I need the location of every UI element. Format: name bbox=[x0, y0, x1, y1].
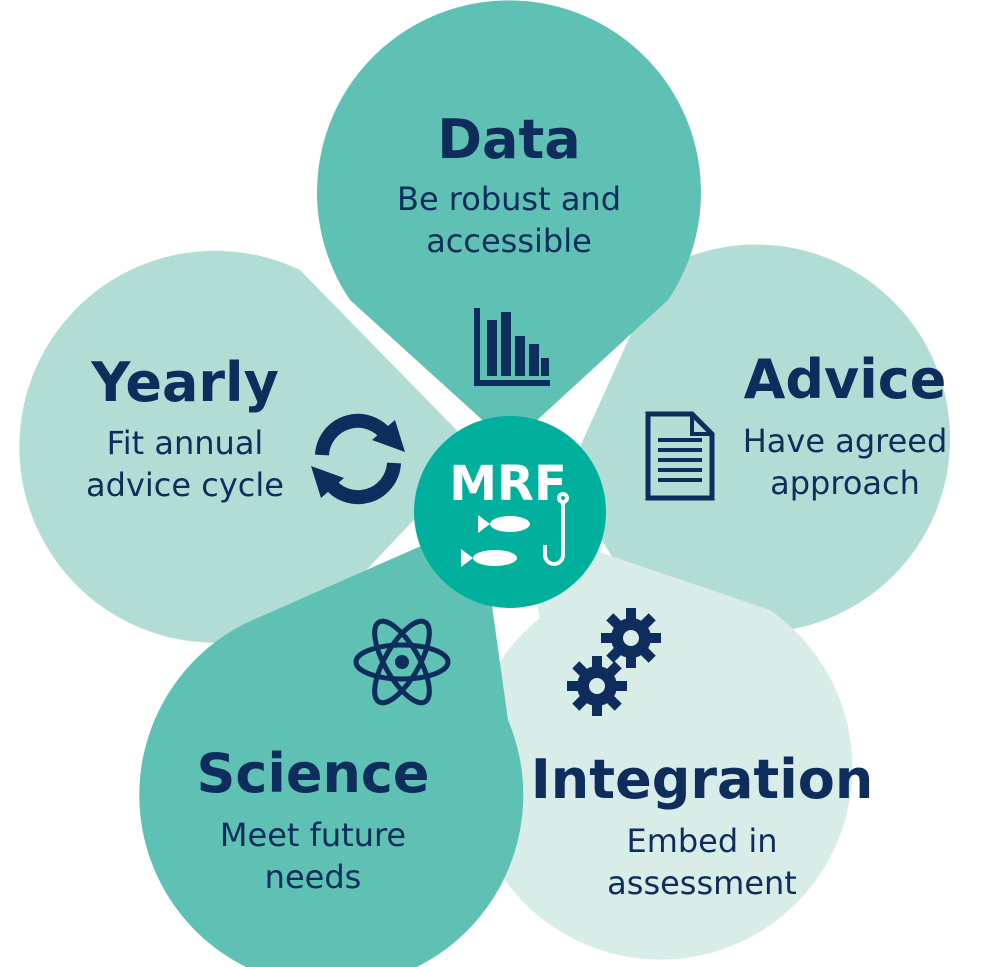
petal-integration-content: Integration Embed in assessment bbox=[531, 608, 874, 902]
center-hub: MRF bbox=[414, 416, 606, 608]
petal-integration-line-1: Embed in bbox=[626, 822, 777, 860]
petal-science-line-1: Meet future bbox=[220, 816, 406, 854]
petal-yearly-title: Yearly bbox=[90, 351, 279, 414]
petal-yearly-line-2: advice cycle bbox=[86, 466, 284, 504]
petal-data-content: Data Be robust and accessible bbox=[397, 108, 621, 386]
fish-icon bbox=[461, 515, 530, 567]
petal-data bbox=[317, 0, 701, 445]
petal-data-title: Data bbox=[437, 108, 581, 171]
bar-chart-icon bbox=[474, 308, 550, 386]
petal-advice-line-2: approach bbox=[770, 464, 920, 502]
center-hub-label: MRF bbox=[449, 456, 567, 512]
petal-yearly-line-1: Fit annual bbox=[107, 424, 264, 462]
petal-science-content: Science Meet future needs bbox=[196, 618, 451, 896]
fishing-hook-icon bbox=[543, 492, 569, 566]
petal-yearly bbox=[19, 250, 479, 643]
petal-integration bbox=[468, 525, 853, 960]
petal-science-title: Science bbox=[196, 742, 429, 805]
petal-integration-title: Integration bbox=[531, 748, 874, 811]
document-icon bbox=[645, 411, 715, 501]
gear-small-icon bbox=[567, 656, 627, 716]
petal-advice-content: Advice Have agreed approach bbox=[645, 348, 948, 502]
petal-integration-line-2: assessment bbox=[607, 864, 797, 902]
cycle-arrows-icon bbox=[311, 413, 405, 505]
petal-advice-title: Advice bbox=[744, 348, 947, 411]
atom-icon bbox=[353, 618, 451, 706]
petal-yearly-content: Yearly Fit annual advice cycle bbox=[86, 351, 405, 505]
petal-advice bbox=[565, 244, 951, 633]
petal-shapes bbox=[19, 0, 951, 967]
petal-science-line-2: needs bbox=[265, 858, 362, 896]
petal-data-line-2: accessible bbox=[426, 222, 592, 260]
petal-advice-line-1: Have agreed bbox=[743, 422, 948, 460]
gears-icon bbox=[567, 608, 661, 716]
gear-large-icon bbox=[601, 608, 661, 668]
petal-data-line-1: Be robust and bbox=[397, 180, 621, 218]
